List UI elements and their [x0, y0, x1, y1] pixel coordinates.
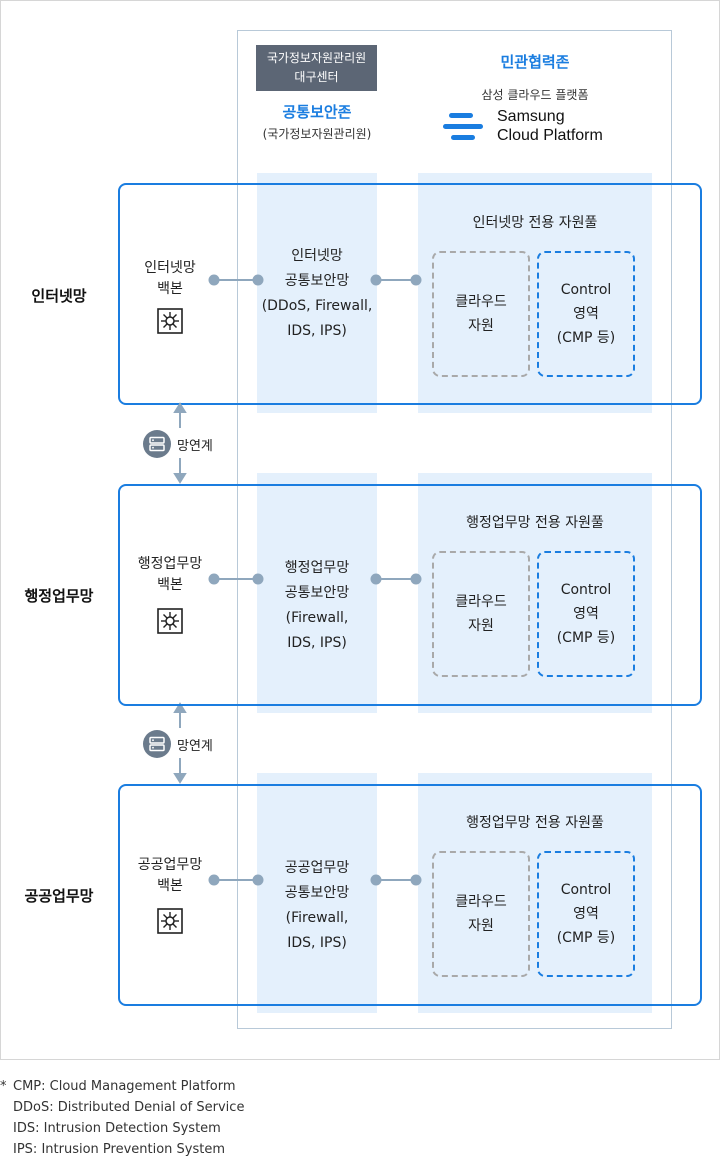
pool-title-public: 행정업무망 전용 자원풀 [466, 815, 604, 831]
backbone-line-2: 백본 [157, 577, 183, 593]
control-line-1: Control [560, 282, 612, 298]
control-area-box: Control 영역 (CMP 등) [537, 251, 635, 377]
security-net-public: 공공업무망 공통보안망 (Firewall, IDS, IPS) [257, 856, 377, 956]
gov-center-name: 국가정보자원관리원 [266, 51, 367, 65]
pool-title-admin: 행정업무망 전용 자원풀 [466, 515, 604, 531]
cloud-line-1: 클라우드 [455, 294, 507, 310]
admin-network-box [118, 484, 702, 706]
cloud-resource-box: 클라우드 자원 [432, 551, 530, 677]
gov-center-branch: 대구센터 [294, 70, 339, 84]
footnotes: * CMP: Cloud Management Platform DDoS: Di… [0, 1076, 244, 1160]
internet-network-box [118, 183, 702, 405]
security-net-admin: 행정업무망 공통보안망 (Firewall, IDS, IPS) [257, 556, 377, 656]
security-line-4: IDS, IPS) [287, 323, 347, 339]
control-line-2: 영역 [573, 606, 599, 622]
control-line-2: 영역 [573, 306, 599, 322]
cloud-line-2: 자원 [468, 318, 494, 334]
control-line-1: Control [560, 882, 612, 898]
footnote-text: CMP: Cloud Management Platform [13, 1079, 236, 1094]
security-line-2: 공통보안망 [284, 273, 350, 289]
network-label-internet: 인터넷망 [31, 287, 87, 305]
private-zone-subtitle: 삼성 클라우드 플랫폼 [481, 88, 589, 102]
backbone-line-1: 인터넷망 [144, 260, 196, 276]
security-column-bg-3 [257, 773, 377, 1013]
gov-center-box: 국가정보자원관리원 대구센터 [256, 45, 377, 91]
cloud-line-1: 클라우드 [455, 894, 507, 910]
private-zone-title: 민관협력존 [500, 53, 570, 71]
pool-column-bg-3 [418, 773, 652, 1013]
public-network-box [118, 784, 702, 1006]
footnote-mark [0, 1118, 13, 1139]
router-icon [157, 308, 183, 334]
backbone-label-admin: 행정업무망 백본 [115, 554, 225, 596]
security-line-2: 공통보안망 [284, 885, 350, 901]
security-line-4: IDS, IPS) [287, 635, 347, 651]
control-line-3: (CMP 등) [556, 930, 616, 946]
backbone-line-1: 행정업무망 [137, 556, 203, 572]
footnote-row: DDoS: Distributed Denial of Service [0, 1097, 244, 1118]
security-line-3: (Firewall, [285, 610, 349, 626]
cloud-line-2: 자원 [468, 618, 494, 634]
backbone-line-1: 공공업무망 [137, 857, 203, 873]
security-column-bg-2 [257, 473, 377, 713]
network-label-admin: 행정업무망 [24, 587, 94, 605]
server-link-icon [143, 430, 171, 458]
link-label-1: 망연계 [177, 439, 213, 454]
public-zone-subtitle: (국가정보자원관리원) [262, 127, 372, 141]
cloud-resource-box: 클라우드 자원 [432, 851, 530, 977]
footnote-text: IPS: Intrusion Prevention System [13, 1142, 226, 1157]
samsung-cloud-logo-text: Samsung Cloud Platform [497, 107, 603, 145]
cloud-line-2: 자원 [468, 918, 494, 934]
server-link-icon [143, 730, 171, 758]
backbone-line-2: 백본 [157, 281, 183, 297]
backbone-line-2: 백본 [157, 878, 183, 894]
security-line-3: (DDoS, Firewall, [261, 298, 373, 314]
footnote-mark [0, 1139, 13, 1160]
security-column-bg-1 [257, 173, 377, 413]
security-line-3: (Firewall, [285, 910, 349, 926]
footnote-mark: * [0, 1079, 7, 1094]
data-center-boundary [237, 30, 672, 1029]
logo-line-2: Cloud Platform [497, 127, 603, 144]
security-line-1: 공공업무망 [284, 860, 350, 876]
control-line-3: (CMP 등) [556, 630, 616, 646]
control-area-box: Control 영역 (CMP 등) [537, 851, 635, 977]
router-icon [157, 608, 183, 634]
backbone-label-internet: 인터넷망 백본 [115, 258, 225, 300]
control-line-1: Control [560, 582, 612, 598]
security-line-4: IDS, IPS) [287, 935, 347, 951]
pool-column-bg-2 [418, 473, 652, 713]
footnote-text: DDoS: Distributed Denial of Service [13, 1100, 245, 1115]
network-label-public: 공공업무망 [24, 887, 94, 905]
security-line-2: 공통보안망 [284, 585, 350, 601]
control-line-3: (CMP 등) [556, 330, 616, 346]
footnote-row: IDS: Intrusion Detection System [0, 1118, 244, 1139]
security-line-1: 인터넷망 [291, 248, 343, 264]
samsung-cloud-logo-icon [443, 111, 487, 143]
public-zone-title: 공통보안존 [282, 103, 352, 121]
security-net-internet: 인터넷망 공통보안망 (DDoS, Firewall, IDS, IPS) [257, 244, 377, 344]
security-line-1: 행정업무망 [284, 560, 350, 576]
cloud-resource-box: 클라우드 자원 [432, 251, 530, 377]
router-icon [157, 908, 183, 934]
control-line-2: 영역 [573, 906, 599, 922]
footnote-row: IPS: Intrusion Prevention System [0, 1139, 244, 1160]
link-label-2: 망연계 [177, 739, 213, 754]
logo-line-1: Samsung [497, 108, 565, 125]
footnote-row: * CMP: Cloud Management Platform [0, 1076, 244, 1097]
cloud-line-1: 클라우드 [455, 594, 507, 610]
control-area-box: Control 영역 (CMP 등) [537, 551, 635, 677]
footnote-text: IDS: Intrusion Detection System [13, 1121, 221, 1136]
footnote-mark [0, 1097, 13, 1118]
pool-column-bg-1 [418, 173, 652, 413]
pool-title-internet: 인터넷망 전용 자원풀 [472, 215, 598, 231]
backbone-label-public: 공공업무망 백본 [115, 855, 225, 897]
